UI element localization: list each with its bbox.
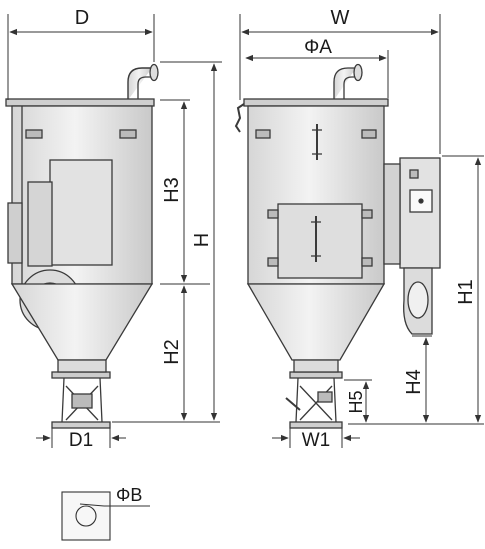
cone-front: [246, 283, 386, 361]
base-plate-detail: [61, 491, 150, 541]
label-D1: D1: [69, 430, 93, 451]
control-box-side: [49, 159, 113, 266]
access-door: [277, 203, 363, 279]
label-H3: H3: [161, 177, 183, 203]
label-D: D: [75, 7, 89, 29]
inlet-elbow-side: [127, 67, 152, 100]
label-H1: H1: [455, 279, 477, 305]
label-H4: H4: [403, 369, 425, 395]
base-plate-side: [51, 421, 111, 429]
front-view: [234, 63, 441, 429]
base-plate-front: [289, 421, 343, 429]
label-phi-B: ΦB: [116, 485, 142, 505]
label-H: H: [191, 233, 213, 247]
control-panel-front: [399, 157, 441, 269]
label-phi-A: ΦA: [304, 37, 332, 58]
label-H5: H5: [346, 390, 366, 413]
dimension-lines: [7, 14, 484, 448]
inlet-elbow-front: [333, 67, 356, 100]
lid-side: [5, 98, 155, 107]
bolt-hole: [75, 505, 97, 527]
label-W: W: [331, 7, 350, 29]
lid-front: [243, 98, 389, 107]
label-H2: H2: [161, 339, 183, 365]
label-W1: W1: [302, 430, 331, 451]
side-view: [5, 63, 159, 429]
